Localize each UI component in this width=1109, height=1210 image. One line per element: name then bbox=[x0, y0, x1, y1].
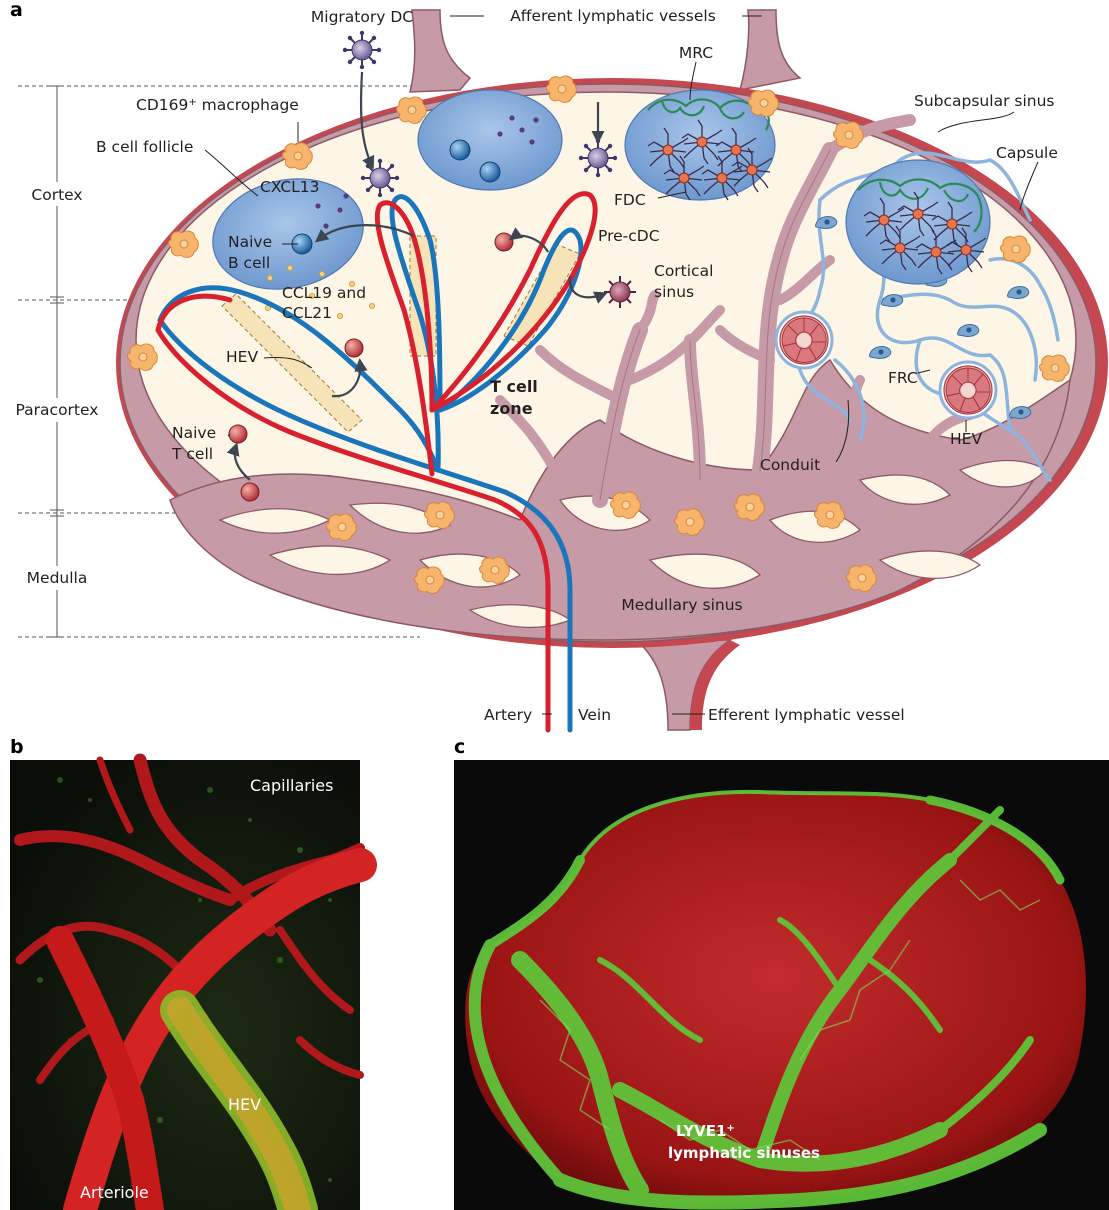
capsule-label: Capsule bbox=[996, 144, 1058, 162]
macrophage-icon bbox=[283, 143, 313, 169]
macrophage-icon bbox=[1040, 355, 1070, 381]
macrophage-icon bbox=[675, 509, 705, 535]
conduit-label: Conduit bbox=[760, 456, 820, 474]
cd169-macrophage-label: CD169+ macrophage bbox=[136, 96, 299, 114]
t-cell-zone-label-1: T cell bbox=[490, 377, 538, 396]
zone-cortex-label: Cortex bbox=[31, 186, 82, 204]
b-cell-icon bbox=[450, 140, 470, 160]
t-cell-icon bbox=[241, 483, 259, 501]
panel-c-micrograph: c LYVE1+ lymphatic sinuses bbox=[454, 736, 1109, 1210]
zone-medulla-label: Medulla bbox=[27, 569, 88, 587]
migratory-dc-label: Migratory DC bbox=[311, 8, 413, 26]
macrophage-icon bbox=[547, 76, 577, 102]
lyve1-label-1: LYVE1+ bbox=[676, 1122, 735, 1140]
naive-t-cell-label-2: T cell bbox=[171, 445, 213, 463]
panel-c-letter: c bbox=[454, 736, 465, 758]
efferent-vessel-label: Efferent lymphatic vessel bbox=[708, 706, 905, 724]
lyve1-label-2: lymphatic sinuses bbox=[668, 1144, 820, 1162]
panel-a-diagram: a Cortex Paracortex Medulla bbox=[8, 0, 1108, 730]
macrophage-icon bbox=[1001, 236, 1031, 262]
cxcl13-label: CXCL13 bbox=[260, 178, 320, 196]
macrophage-icon bbox=[480, 557, 510, 583]
dendritic-cell-icon bbox=[361, 159, 399, 197]
macrophage-icon bbox=[415, 567, 445, 593]
b-cell-follicle-label: B cell follicle bbox=[96, 138, 193, 156]
frc-label: FRC bbox=[888, 369, 918, 387]
capillaries-label: Capillaries bbox=[250, 776, 333, 795]
artery-label: Artery bbox=[484, 706, 532, 724]
cortical-sinus-label-1: Cortical bbox=[654, 262, 713, 280]
t-cell-icon bbox=[495, 233, 513, 251]
mrc-label: MRC bbox=[679, 44, 713, 62]
panel-a-letter: a bbox=[10, 0, 23, 21]
macrophage-icon bbox=[834, 122, 864, 148]
naive-t-cell-label-1: Naive bbox=[172, 424, 216, 442]
dendritic-cell-icon bbox=[579, 139, 617, 177]
fdc-label: FDC bbox=[614, 191, 646, 209]
panel-b-micrograph: b Capillaries HEV Arteri bbox=[10, 736, 360, 1210]
dendritic-cell-icon bbox=[343, 31, 381, 69]
vein-label: Vein bbox=[578, 706, 611, 724]
macrophage-icon bbox=[847, 565, 877, 591]
macrophage-icon bbox=[735, 494, 765, 520]
macrophage-icon bbox=[425, 502, 455, 528]
subcapsular-sinus-label: Subcapsular sinus bbox=[914, 92, 1054, 110]
medullary-sinus-label: Medullary sinus bbox=[621, 596, 742, 614]
macrophage-icon bbox=[815, 502, 845, 528]
hev-right-label: HEV bbox=[950, 430, 982, 448]
cortical-sinus-label-2: sinus bbox=[654, 283, 694, 301]
naive-b-cell-label-2: B cell bbox=[228, 254, 270, 272]
hev-cross-section-icon bbox=[776, 312, 832, 368]
panel-b-letter: b bbox=[10, 736, 24, 758]
pre-cdc-label: Pre-cDC bbox=[598, 227, 660, 245]
zone-paracortex-label: Paracortex bbox=[16, 401, 99, 419]
macrophage-icon bbox=[327, 514, 357, 540]
ccl-label-1: CCL19 and bbox=[282, 284, 366, 302]
macrophage-icon bbox=[128, 344, 158, 370]
hev-left-label: HEV bbox=[226, 348, 258, 366]
macrophage-icon bbox=[397, 97, 427, 123]
hev-label-b: HEV bbox=[228, 1095, 261, 1114]
macrophage-icon bbox=[611, 492, 641, 518]
naive-t-cell-icon bbox=[229, 425, 247, 443]
arteriole-label: Arteriole bbox=[80, 1183, 149, 1202]
macrophage-icon bbox=[169, 231, 199, 257]
ccl-label-2: CCL21 bbox=[282, 304, 332, 322]
hev-cross-section-icon bbox=[940, 362, 996, 418]
b-cell-icon bbox=[480, 162, 500, 182]
afferent-vessels-label: Afferent lymphatic vessels bbox=[510, 7, 716, 25]
t-cell-zone-label-2: zone bbox=[490, 399, 533, 418]
macrophage-icon bbox=[749, 90, 779, 116]
t-cell-icon bbox=[345, 339, 363, 357]
naive-b-cell-label-1: Naive bbox=[228, 233, 272, 251]
